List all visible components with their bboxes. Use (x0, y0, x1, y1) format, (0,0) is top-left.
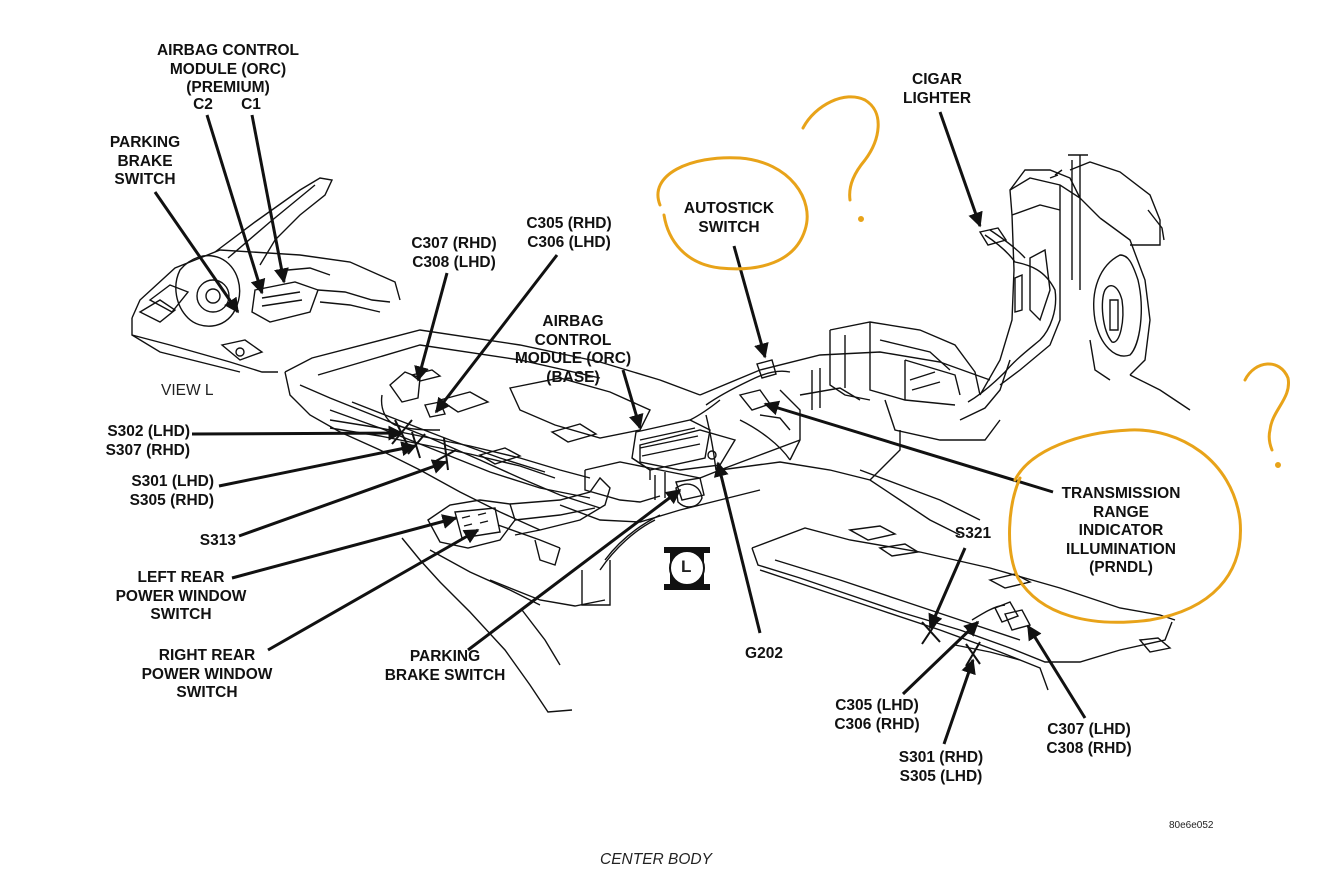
leader-parking-brake-bottom (467, 488, 682, 652)
label-c307-c308-bottom: C307 (LHD) C308 (RHD) (1046, 721, 1132, 757)
label-c305-c306-bottom: C305 (LHD) C306 (RHD) (834, 697, 920, 733)
splice-s301-right (965, 641, 981, 667)
splice-s302 (391, 419, 413, 447)
hand-annotations (656, 95, 1290, 624)
splice-s301 (407, 431, 426, 459)
question-mark-top (801, 95, 880, 202)
leader-cigar-lighter (938, 111, 983, 228)
question-dot-right (1275, 462, 1281, 468)
splice-marks (391, 419, 981, 667)
label-s302-s307: S302 (LHD) S307 (RHD) (105, 423, 190, 459)
label-airbag-base: AIRBAG CONTROL MODULE (ORC) (BASE) (514, 313, 632, 386)
leader-lines (153, 111, 1087, 745)
leader-c1 (250, 114, 289, 284)
view-l-inset-drawing (131, 177, 401, 373)
splice-s313 (433, 437, 457, 471)
leader-c2 (205, 114, 266, 295)
leader-prndl (763, 400, 1054, 494)
label-transmission-prndl: TRANSMISSION RANGE INDICATOR ILLUMINATIO… (1061, 485, 1181, 576)
label-autostick-switch: AUTOSTICK SWITCH (683, 200, 775, 236)
leader-s321 (928, 547, 967, 630)
leader-s313 (238, 459, 448, 538)
leader-left-rear-window (231, 514, 458, 580)
leader-autostick (732, 245, 769, 359)
label-s301-s305-left: S301 (LHD) S305 (RHD) (129, 473, 214, 509)
label-c1: C1 (241, 96, 261, 113)
label-c2: C2 (193, 96, 213, 113)
leader-c305-c306-top (434, 254, 559, 414)
label-view-l: VIEW L (161, 382, 214, 399)
label-c305-c306-top: C305 (RHD) C306 (LHD) (526, 215, 612, 251)
label-parking-brake-switch-bottom: PARKING BRAKE SWITCH (384, 648, 506, 684)
question-dot-top (858, 216, 864, 222)
label-c307-c308-top: C307 (RHD) C308 (LHD) (411, 235, 497, 271)
label-cigar-lighter: CIGAR LIGHTER (902, 71, 972, 107)
view-marker-letter: L (681, 557, 692, 576)
leader-g202 (713, 461, 762, 634)
floor-pan-drawing (284, 154, 1191, 713)
leader-c307-c308-bottom (1026, 624, 1087, 719)
leader-parking-brake-top (153, 191, 240, 314)
question-mark-right (1243, 362, 1290, 452)
label-left-rear-window: LEFT REAR POWER WINDOW SWITCH (115, 569, 247, 623)
label-airbag-premium: AIRBAG CONTROL MODULE (ORC) (PREMIUM) (156, 42, 300, 96)
label-s321: S321 (954, 525, 992, 542)
leader-c307-c308-top (414, 272, 449, 382)
prndl-circle-mark (1008, 428, 1242, 624)
leader-airbag-base (621, 369, 644, 430)
leader-s301-s305-left (218, 441, 417, 488)
splice-s321 (921, 619, 941, 645)
label-right-rear-window: RIGHT REAR POWER WINDOW SWITCH (141, 647, 273, 701)
leader-s302-s307 (191, 425, 404, 441)
autostick-circle-mark (656, 156, 809, 271)
view-l-marker (664, 547, 710, 590)
leader-right-rear-window (267, 528, 480, 652)
figure-code: 80e6e052 (1169, 820, 1214, 831)
label-s313: S313 (199, 532, 236, 549)
label-g202: G202 (745, 645, 783, 662)
caption: CENTER BODY (600, 851, 712, 868)
label-parking-brake-switch-top: PARKING BRAKE SWITCH (109, 134, 181, 188)
label-s301-s305-right: S301 (RHD) S305 (LHD) (898, 749, 984, 785)
leader-s301-s305-right (942, 658, 976, 745)
leader-c305-c306-bottom (901, 620, 980, 696)
